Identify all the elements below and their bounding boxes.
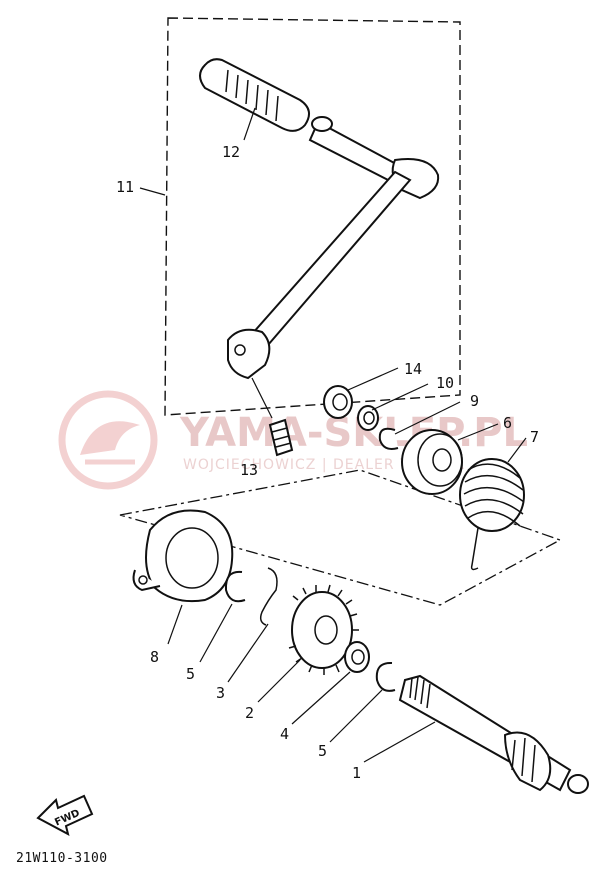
part-8-housing	[132, 509, 234, 603]
callout-10: 10	[436, 374, 454, 392]
part-10-washer	[357, 405, 379, 431]
callout-labels: 11 12 13 14 10 9 6 7 8 5 3 2 4 5 1	[116, 143, 539, 782]
callout-3: 3	[216, 684, 225, 702]
part-13-bolt	[251, 377, 294, 457]
part-4-washer	[344, 641, 370, 673]
callout-9: 9	[470, 392, 479, 410]
part-3-spring-clip	[259, 567, 278, 626]
watermark-title: YAMA-SKLEP.PL	[179, 410, 528, 456]
part-9-circlip	[378, 427, 399, 450]
part-5b-circlip	[375, 661, 396, 692]
callout-5a: 5	[186, 665, 195, 683]
kick-crank-assembly-box	[164, 17, 461, 416]
part-6-cover	[401, 429, 463, 495]
callout-1: 1	[352, 764, 361, 782]
part-5a-circlip	[224, 570, 246, 603]
callout-8: 8	[150, 648, 159, 666]
callout-6: 6	[503, 414, 512, 432]
callout-13: 13	[240, 461, 258, 479]
callout-5b: 5	[318, 742, 327, 760]
callout-2: 2	[245, 704, 254, 722]
callout-4: 4	[280, 725, 289, 743]
watermark-logo-icon	[58, 390, 158, 490]
housing-reference-outline	[119, 469, 562, 606]
callout-leaders	[139, 107, 527, 763]
watermark: YAMA-SKLEP.PL WOJCIECHOWICZ | DEALER YAM…	[58, 390, 528, 490]
part-11-kick-crank	[227, 116, 440, 380]
watermark-subtitle: WOJCIECHOWICZ | DEALER YAMAHA	[183, 457, 465, 473]
part-7-spring	[459, 458, 525, 571]
callout-14: 14	[404, 360, 422, 378]
figure-code: 21W110-3100	[16, 851, 108, 866]
part-1-kick-shaft	[398, 674, 589, 794]
callout-7: 7	[530, 428, 539, 446]
part-12-grip	[199, 58, 310, 132]
part-14-bearing	[323, 385, 353, 419]
part-2-gear	[288, 584, 359, 675]
callout-12: 12	[222, 143, 240, 161]
fwd-arrow-icon: FWD	[36, 794, 94, 836]
callout-11: 11	[116, 178, 134, 196]
